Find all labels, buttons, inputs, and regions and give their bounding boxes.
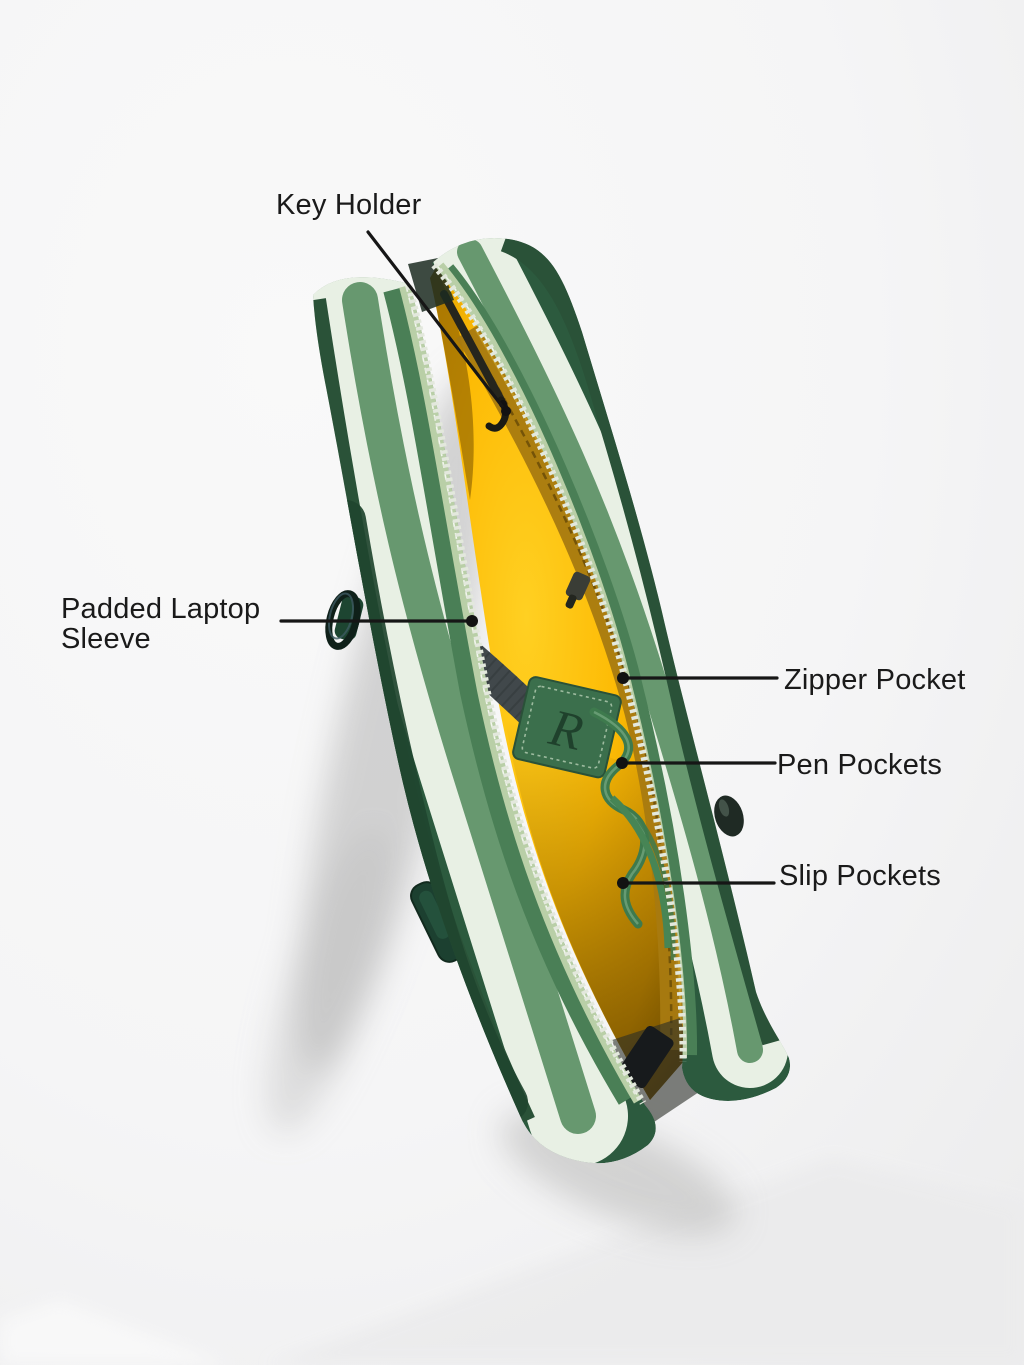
feature-label-zipper-pocket: Zipper Pocket <box>784 664 966 696</box>
feature-label-pen-pockets: Pen Pockets <box>777 749 943 781</box>
zipper-teeth-left <box>405 285 647 1105</box>
callout-dot-key-holder <box>501 406 511 416</box>
feature-label-key-holder: Key Holder <box>276 189 422 221</box>
callout-dot-pen-pockets <box>616 757 628 769</box>
callout-dots <box>466 406 629 889</box>
callout-line-key-holder <box>366 230 507 412</box>
bottom-zipper-stop <box>618 1025 674 1089</box>
callout-dot-zipper-pocket <box>617 672 629 684</box>
callout-dot-padded-laptop-sleeve <box>466 615 478 627</box>
callout-lines <box>279 230 779 885</box>
d-ring <box>325 590 364 650</box>
zipper-teeth-right <box>431 262 687 1063</box>
backdrop-corner-highlight <box>0 1300 230 1365</box>
feature-label-padded-laptop-sleeve: Padded Laptop Sleeve <box>61 593 261 655</box>
feature-label-slip-pockets: Slip Pockets <box>779 860 941 892</box>
zipper-pull-knob <box>714 795 744 837</box>
zipper-slider <box>565 571 591 609</box>
monogram-tag: R <box>512 676 622 779</box>
callout-dot-slip-pockets <box>617 877 629 889</box>
backdrop-edge <box>268 1158 1024 1365</box>
